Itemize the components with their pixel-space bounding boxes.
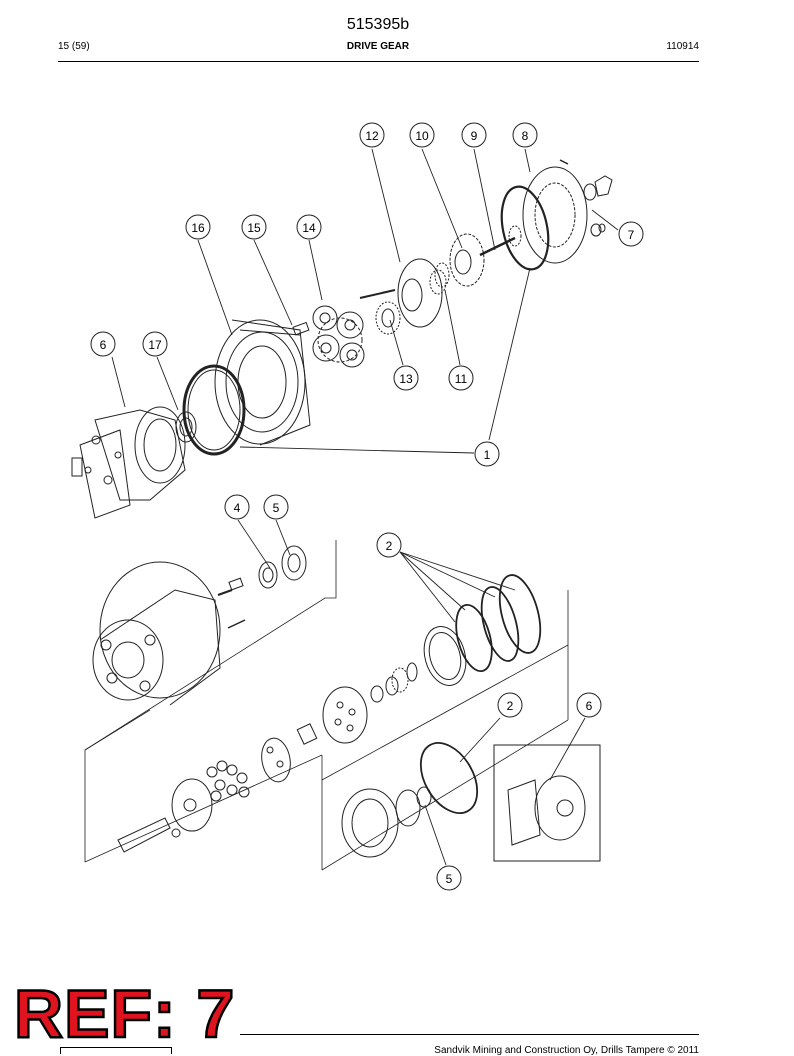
- planet-carrier-12: [397, 258, 447, 328]
- callout-6-lower: [576, 692, 602, 718]
- callout-4: [224, 494, 250, 520]
- gear-11: [434, 262, 450, 288]
- callout-17: [142, 331, 168, 357]
- rings-2: [455, 574, 542, 673]
- pin-15: [292, 321, 310, 336]
- reference-stamp: REF: 7: [13, 976, 236, 1052]
- company-logo-fragment: [60, 1047, 172, 1054]
- footer-copyright: Sandvik Mining and Construction Oy, Dril…: [434, 1045, 699, 1056]
- page-number: 15 (59): [58, 41, 90, 52]
- callout-label-14: 14: [302, 221, 316, 235]
- document-id: 515395b: [346, 16, 410, 33]
- housing-16: [214, 319, 311, 446]
- callout-16: [185, 214, 211, 240]
- callout-label-8: 8: [522, 129, 529, 143]
- callout-label-2-lower: 2: [507, 699, 514, 713]
- callout-2-lower: [497, 692, 523, 718]
- callout-2-upper: [376, 532, 402, 558]
- bearing-5-upper: [281, 545, 307, 581]
- plug-7: [583, 175, 613, 237]
- document-date: 110914: [666, 41, 699, 52]
- callout-label-5-upper: 5: [273, 501, 280, 515]
- callout-10: [409, 122, 435, 148]
- leader-lines-upper: [111, 148, 619, 454]
- callout-12: [359, 122, 385, 148]
- header-rule: [58, 61, 699, 62]
- callout-7: [618, 221, 644, 247]
- callout-15: [241, 214, 267, 240]
- brake-disc: [423, 626, 467, 686]
- inset-motor-view: [493, 744, 601, 862]
- exploded-frame: [84, 540, 569, 871]
- callout-label-11: 11: [455, 372, 468, 386]
- callout-label-17: 17: [148, 338, 162, 352]
- callout-9: [461, 122, 487, 148]
- shaft-9: [479, 225, 522, 257]
- callout-6-upper: [90, 331, 116, 357]
- section-title: DRIVE GEAR: [346, 41, 410, 52]
- flange-plate: [171, 778, 213, 832]
- bearing-4: [258, 561, 278, 589]
- callout-label-1: 1: [484, 448, 491, 462]
- o-ring-2-lower: [419, 742, 479, 814]
- callout-label-5-lower: 5: [446, 872, 453, 886]
- output-shaft: [117, 817, 181, 853]
- callout-label-16: 16: [191, 221, 205, 235]
- callout-label-6-lower: 6: [586, 699, 593, 713]
- callout-14: [296, 214, 322, 240]
- brake-housing: [341, 786, 432, 858]
- callout-5-lower: [436, 865, 462, 891]
- callout-13: [393, 365, 419, 391]
- cover-8: [522, 159, 588, 264]
- callout-label-10: 10: [415, 129, 429, 143]
- o-ring-1-upper: [500, 185, 550, 271]
- leader-lines-lower: [237, 519, 586, 866]
- callout-label-9: 9: [471, 129, 478, 143]
- callout-label-4: 4: [234, 501, 241, 515]
- gear-10: [449, 233, 485, 287]
- springs: [370, 662, 418, 703]
- callout-label-13: 13: [399, 372, 413, 386]
- gearbox-housing: [92, 561, 221, 706]
- callout-11: [448, 365, 474, 391]
- seal-17: [175, 411, 197, 443]
- cylinder-block: [296, 686, 368, 745]
- callout-label-2-upper: 2: [386, 539, 393, 553]
- callout-1: [474, 441, 500, 467]
- callout-label-15: 15: [247, 221, 261, 235]
- footer-rule: [240, 1034, 699, 1035]
- bolt: [359, 289, 396, 299]
- planet-carrier-14: [312, 305, 365, 368]
- hydraulic-motor: [71, 406, 186, 519]
- callout-8: [512, 122, 538, 148]
- swash-plate: [261, 737, 291, 783]
- callout-5-upper: [263, 494, 289, 520]
- callout-label-12: 12: [365, 129, 379, 143]
- small-fittings: [217, 577, 246, 629]
- sun-gear-13: [375, 301, 401, 335]
- callout-label-6-upper: 6: [100, 338, 107, 352]
- o-ring-1-large: [182, 364, 246, 456]
- callout-label-7: 7: [628, 228, 635, 242]
- pistons: [206, 760, 250, 802]
